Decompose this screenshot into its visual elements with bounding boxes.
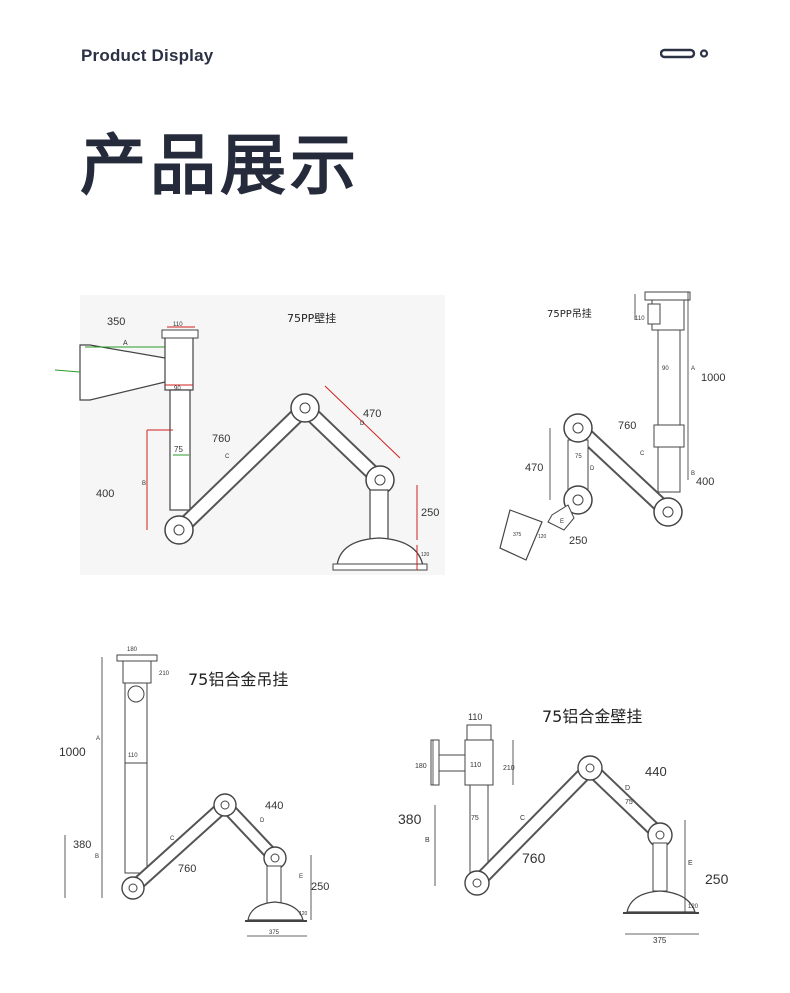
svg-text:180: 180 — [415, 763, 427, 770]
svg-text:400: 400 — [696, 476, 714, 488]
svg-text:B: B — [691, 471, 695, 477]
svg-text:A: A — [691, 366, 695, 372]
svg-text:B: B — [425, 837, 430, 844]
svg-text:250: 250 — [311, 881, 329, 893]
svg-text:470: 470 — [525, 462, 543, 474]
diagram-75-alu-wall: 75铝合金壁挂 110 180 210 110 440 380 75 B C D… — [395, 700, 755, 950]
svg-text:110: 110 — [635, 316, 645, 322]
svg-text:760: 760 — [522, 850, 546, 866]
svg-text:110: 110 — [470, 762, 481, 769]
svg-text:120: 120 — [299, 911, 308, 917]
svg-text:E: E — [688, 860, 693, 867]
svg-text:250: 250 — [569, 535, 587, 547]
page-title: 产品展示 — [80, 127, 360, 204]
svg-text:C: C — [170, 836, 175, 842]
svg-text:375: 375 — [513, 532, 522, 538]
svg-text:E: E — [299, 874, 303, 880]
diagram-caption: 75铝合金壁挂 — [542, 707, 642, 726]
svg-text:380: 380 — [398, 811, 422, 827]
svg-text:E: E — [560, 519, 564, 525]
svg-text:180: 180 — [127, 647, 138, 653]
svg-text:C: C — [225, 454, 230, 460]
svg-text:B: B — [142, 481, 146, 487]
svg-text:375: 375 — [269, 930, 280, 936]
svg-text:250: 250 — [421, 507, 439, 519]
svg-text:440: 440 — [645, 764, 667, 779]
svg-text:210: 210 — [159, 671, 170, 677]
svg-text:380: 380 — [73, 839, 91, 851]
svg-text:250: 250 — [705, 871, 729, 887]
svg-text:75: 75 — [174, 445, 183, 454]
diagram-75-alu-ceiling: 75铝合金吊挂 180 210 A 1000 110 380 B 440 C D… — [55, 640, 385, 945]
svg-text:120: 120 — [421, 552, 430, 558]
svg-text:D: D — [590, 466, 595, 472]
svg-text:D: D — [360, 421, 365, 427]
svg-text:D: D — [625, 785, 630, 792]
menu-pill-icon[interactable] — [660, 46, 710, 62]
svg-text:210: 210 — [503, 765, 515, 772]
svg-text:B: B — [95, 854, 99, 860]
svg-text:760: 760 — [178, 863, 196, 875]
svg-text:120: 120 — [688, 904, 699, 910]
svg-text:75: 75 — [471, 815, 479, 822]
diagram-caption: 75铝合金吊挂 — [188, 670, 288, 689]
svg-text:A: A — [123, 340, 128, 347]
section-subtitle: Product Display — [81, 46, 214, 65]
diagram-75pp-ceiling: 75PP吊挂 110 90 A 1000 760 470 400 250 75 … — [490, 290, 750, 580]
svg-text:110: 110 — [468, 712, 482, 722]
svg-text:110: 110 — [128, 753, 138, 759]
svg-text:A: A — [96, 736, 100, 742]
svg-text:110: 110 — [173, 322, 183, 328]
svg-text:75: 75 — [575, 454, 582, 460]
svg-text:90: 90 — [174, 386, 181, 392]
svg-text:1000: 1000 — [701, 372, 725, 384]
diagram-75pp-wall: 75PP壁挂 350 110 A 90 75 760 470 400 250 B… — [55, 290, 445, 580]
svg-text:D: D — [260, 818, 265, 824]
svg-text:C: C — [640, 451, 645, 457]
diagram-caption: 75PP吊挂 — [547, 307, 592, 320]
svg-text:400: 400 — [96, 488, 114, 500]
svg-text:470: 470 — [363, 408, 381, 420]
svg-text:90: 90 — [662, 366, 669, 372]
svg-text:375: 375 — [653, 936, 667, 945]
svg-text:440: 440 — [265, 800, 283, 812]
svg-text:120: 120 — [538, 534, 547, 540]
svg-text:760: 760 — [618, 420, 636, 432]
svg-text:760: 760 — [212, 433, 230, 445]
svg-text:75: 75 — [625, 799, 633, 806]
diagram-caption: 75PP壁挂 — [287, 311, 336, 325]
svg-text:350: 350 — [107, 316, 125, 328]
svg-text:1000: 1000 — [59, 745, 86, 759]
svg-text:C: C — [520, 815, 525, 822]
